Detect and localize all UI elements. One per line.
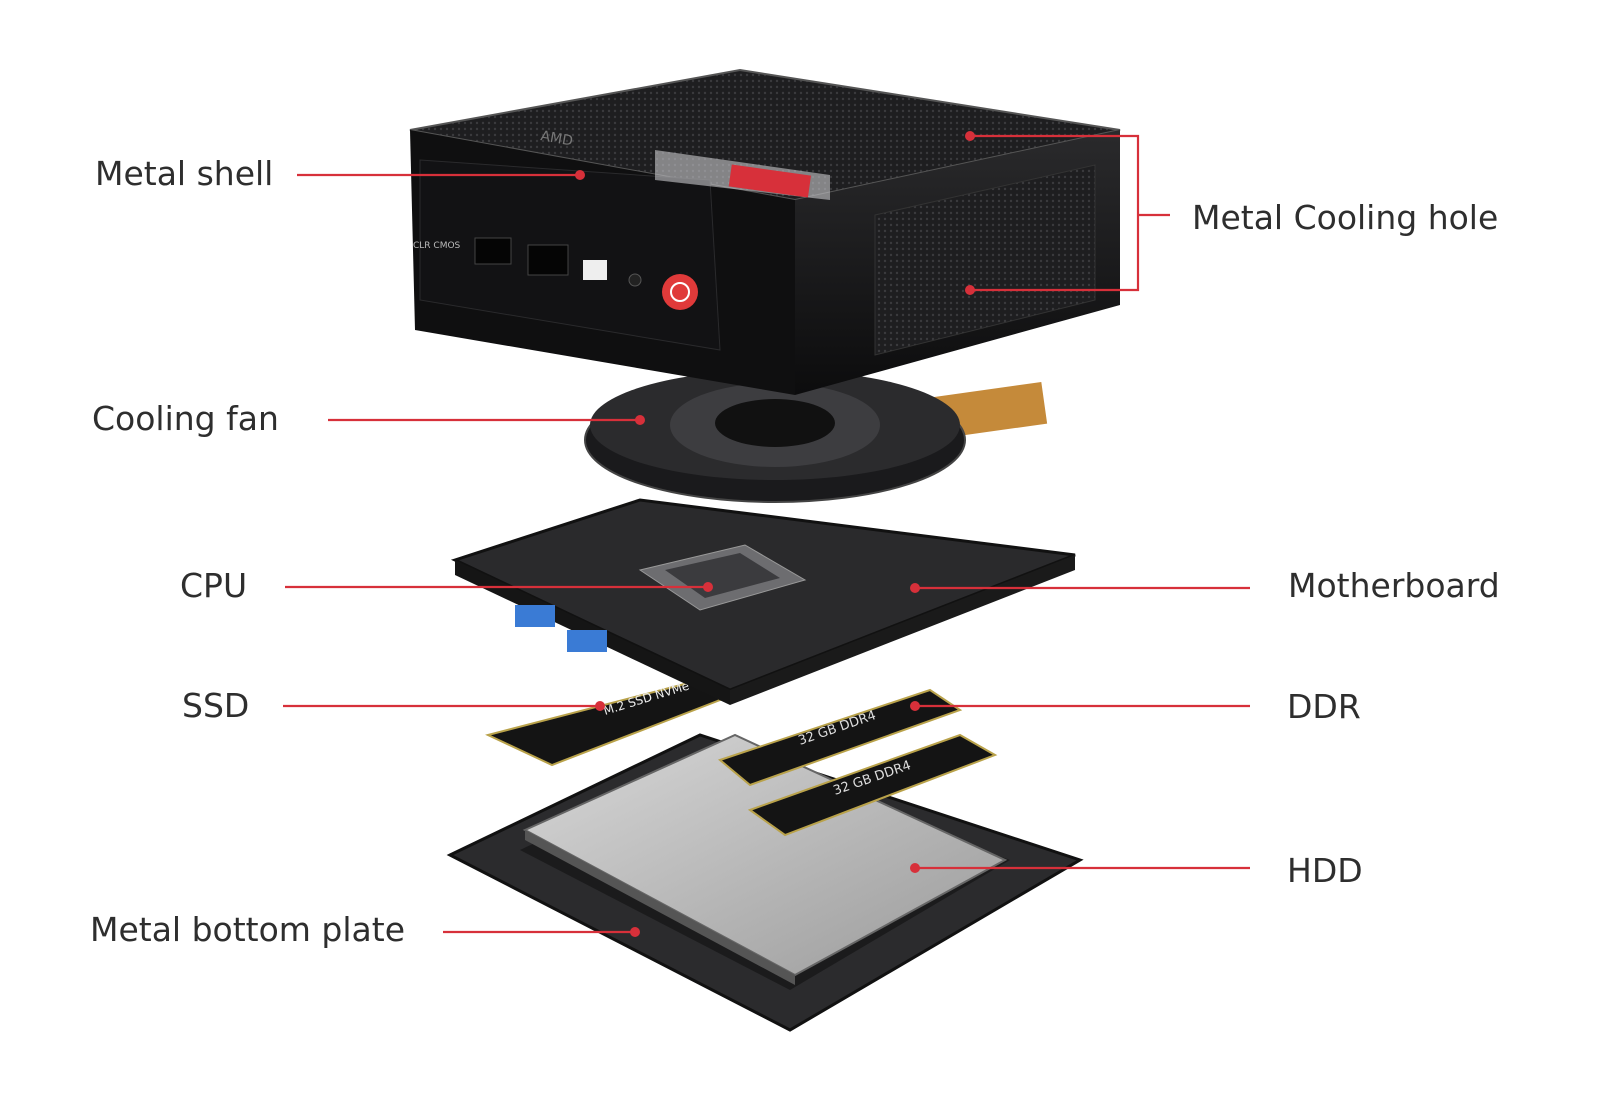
usb-port — [527, 244, 569, 276]
usb-c-port — [583, 260, 607, 280]
usb-port — [515, 605, 555, 627]
clr-cmos-label: CLR CMOS — [413, 241, 461, 251]
audio-jack — [628, 273, 642, 287]
label-cpu: CPU — [180, 566, 247, 605]
label-metal-cooling-hole: Metal Cooling hole — [1192, 198, 1498, 237]
hdd — [522, 733, 1008, 985]
label-metal-shell: Metal shell — [95, 154, 273, 193]
metal-shell: CLR CMOS AMD — [409, 68, 1121, 395]
label-ddr: DDR — [1287, 687, 1361, 726]
power-button — [662, 274, 698, 310]
motherboard — [450, 498, 1076, 705]
label-motherboard: Motherboard — [1288, 566, 1500, 605]
cooling-fan — [584, 370, 1048, 503]
usb-port — [567, 630, 607, 652]
leader-lines — [283, 131, 1250, 937]
label-metal-bottom-plate: Metal bottom plate — [90, 910, 405, 949]
label-cooling-fan: Cooling fan — [92, 399, 279, 438]
brand-label: AMD — [539, 128, 574, 149]
label-ssd: SSD — [182, 686, 249, 725]
usb-port — [474, 237, 512, 265]
label-hdd: HDD — [1287, 851, 1363, 890]
